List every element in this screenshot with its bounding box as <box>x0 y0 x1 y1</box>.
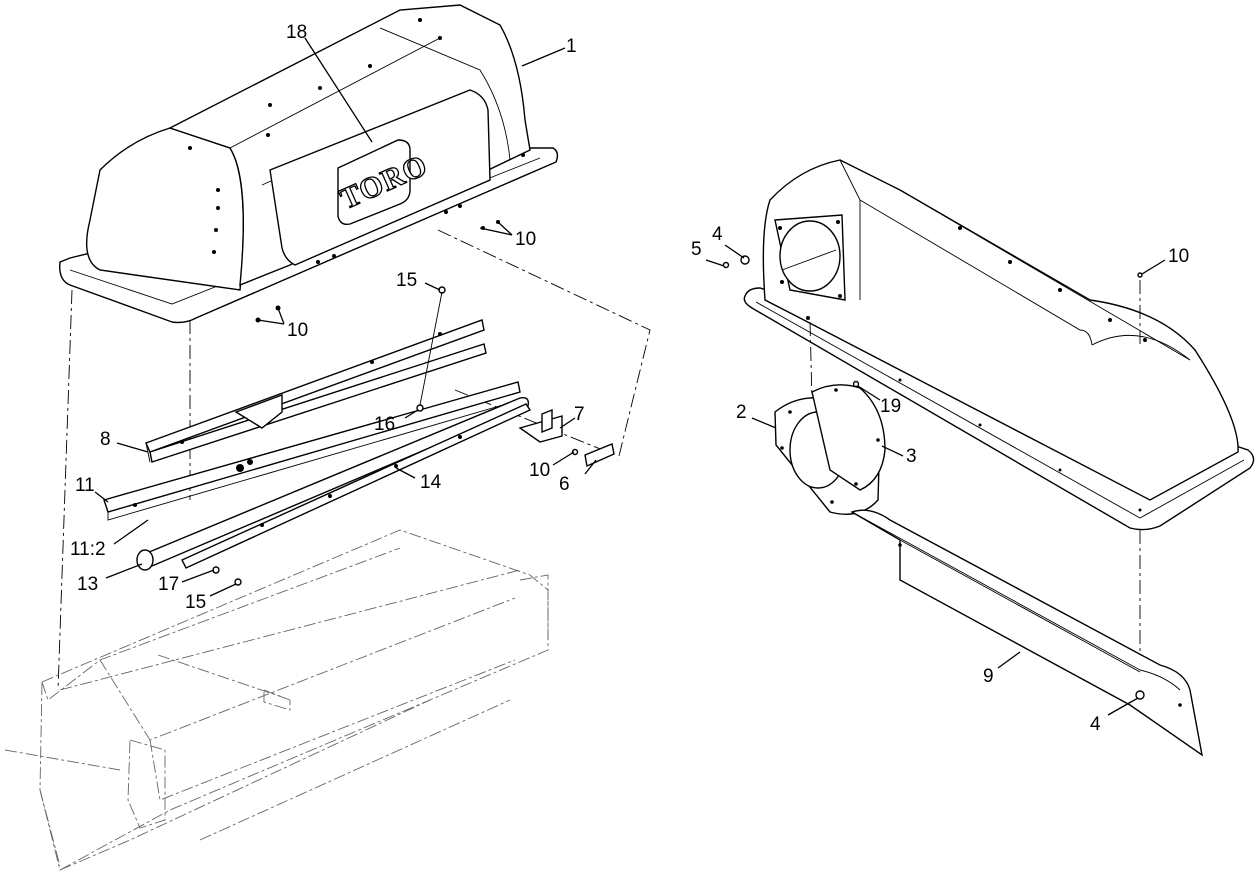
rail-part-11 <box>103 381 521 521</box>
callout-10: 10 <box>529 460 550 481</box>
callout-8: 8 <box>100 429 111 450</box>
hopper-cover-right <box>743 159 1255 531</box>
callout-18: 18 <box>286 22 307 43</box>
callout-5: 5 <box>691 239 702 260</box>
flange-part-3 <box>811 384 886 491</box>
callout-2: 2 <box>736 402 747 423</box>
screw-part-5 <box>722 261 730 269</box>
callout-6: 6 <box>559 474 570 495</box>
callout-13: 13 <box>77 574 98 595</box>
deflector-part-9 <box>850 509 1203 757</box>
callout-10: 10 <box>287 320 308 341</box>
callout-10: 10 <box>1168 246 1189 267</box>
bracket-part-7 <box>518 408 563 443</box>
tube-part-13 <box>136 396 530 571</box>
callout-3: 3 <box>906 446 917 467</box>
hopper-phantom <box>4 529 549 871</box>
callout-11-2: 11:2 <box>70 539 106 560</box>
callout-9: 9 <box>983 666 994 687</box>
callout-10: 10 <box>515 229 536 250</box>
callout-11: 11 <box>75 475 95 496</box>
hopper-cover-left: TORO <box>59 4 559 324</box>
leader-lines <box>94 37 1166 716</box>
strip-part-14 <box>181 403 532 569</box>
callout-4: 4 <box>712 224 723 245</box>
plate-part-6 <box>584 443 615 468</box>
callout-17: 17 <box>158 574 179 595</box>
rail-part-8 <box>145 319 487 463</box>
callout-19: 19 <box>880 396 901 417</box>
callout-7: 7 <box>574 404 585 425</box>
callout-15: 15 <box>185 592 206 613</box>
callout-14: 14 <box>420 472 442 493</box>
callout-4: 4 <box>1090 714 1101 735</box>
hardware-left <box>212 286 579 586</box>
callout-15: 15 <box>396 270 417 291</box>
callout-1: 1 <box>566 36 577 57</box>
callout-16: 16 <box>374 414 395 435</box>
